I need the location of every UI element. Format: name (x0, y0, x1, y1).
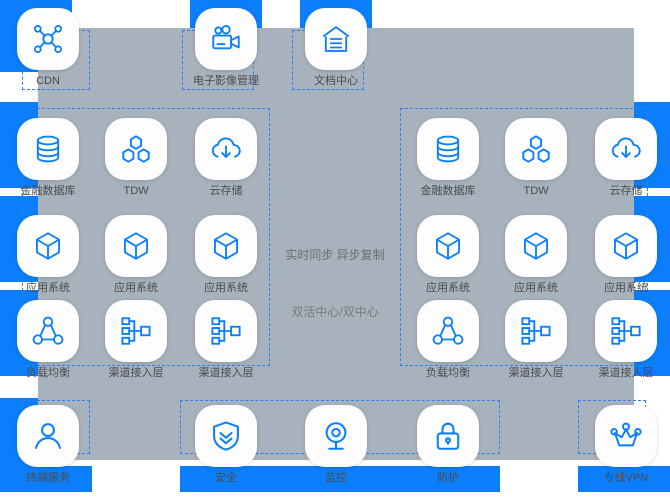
accent-block-bottom-right (578, 466, 670, 492)
node-l-ch1[interactable]: 渠道接入层 (100, 300, 172, 380)
node-label: 文档中心 (314, 75, 358, 87)
hexagon-cluster-icon (505, 118, 567, 180)
node-label: CDN (36, 75, 60, 87)
node-b-sec[interactable]: 安全 (190, 405, 262, 485)
node-label: 监控 (325, 472, 347, 484)
node-b-user[interactable]: 终端服务 (12, 405, 84, 485)
node-label: 负载均衡 (26, 367, 70, 379)
crown-network-icon (595, 405, 657, 467)
node-b-pro[interactable]: 防护 (412, 405, 484, 485)
cube-icon (105, 215, 167, 277)
node-r-app2[interactable]: 应用系统 (500, 215, 572, 295)
load-balancer-icon (417, 300, 479, 362)
archive-house-icon (305, 8, 367, 70)
node-label: 渠道接入层 (508, 367, 564, 379)
tree-topology-icon (505, 300, 567, 362)
accent-block-bottom-left (0, 466, 92, 492)
node-label: 专线VPN (603, 472, 649, 484)
node-eimg[interactable]: 电子影像管理 (190, 8, 262, 88)
node-label: 云存储 (609, 185, 643, 197)
node-label: 应用系统 (514, 282, 558, 294)
node-label: 应用系统 (426, 282, 470, 294)
node-l-app1[interactable]: 应用系统 (12, 215, 84, 295)
cloud-download-icon (195, 118, 257, 180)
node-label: TDW (523, 185, 549, 197)
hexagon-cluster-icon (105, 118, 167, 180)
node-r-db[interactable]: 金融数据库 (412, 118, 484, 198)
node-label: 应用系统 (204, 282, 248, 294)
node-r-ch2[interactable]: 渠道接入层 (590, 300, 662, 380)
camera-eye-icon (305, 405, 367, 467)
node-r-tdw[interactable]: TDW (500, 118, 572, 198)
tree-topology-icon (105, 300, 167, 362)
center-dualcenter-label: 双活中心/双中心 (291, 305, 379, 319)
cdn-network-icon (17, 8, 79, 70)
node-doccenter[interactable]: 文档中心 (300, 8, 372, 88)
node-b-mon[interactable]: 监控 (300, 405, 372, 485)
video-camera-icon (195, 8, 257, 70)
accent-block-bottom-mid (180, 466, 500, 492)
node-label: 金融数据库 (20, 185, 76, 197)
cube-icon (417, 215, 479, 277)
node-label: 金融数据库 (420, 185, 476, 197)
node-l-app3[interactable]: 应用系统 (190, 215, 262, 295)
cube-icon (195, 215, 257, 277)
cloud-download-icon (595, 118, 657, 180)
node-label: 防护 (437, 472, 459, 484)
cube-icon (17, 215, 79, 277)
node-label: 应用系统 (26, 282, 70, 294)
node-label: 负载均衡 (426, 367, 470, 379)
user-icon (17, 405, 79, 467)
database-icon (417, 118, 479, 180)
node-label: 渠道接入层 (198, 367, 254, 379)
tree-topology-icon (195, 300, 257, 362)
load-balancer-icon (17, 300, 79, 362)
node-label: 渠道接入层 (598, 367, 654, 379)
center-sync-label: 实时同步 异步复制 (285, 248, 385, 262)
node-label: 应用系统 (114, 282, 158, 294)
node-l-ch2[interactable]: 渠道接入层 (190, 300, 262, 380)
node-l-app2[interactable]: 应用系统 (100, 215, 172, 295)
node-r-cos[interactable]: 云存储 (590, 118, 662, 198)
node-r-ch1[interactable]: 渠道接入层 (500, 300, 572, 380)
node-label: 安全 (215, 472, 237, 484)
node-label: 电子影像管理 (193, 75, 259, 87)
node-b-vpn[interactable]: 专线VPN (590, 405, 662, 485)
node-label: 应用系统 (604, 282, 648, 294)
node-l-db[interactable]: 金融数据库 (12, 118, 84, 198)
tree-topology-icon (595, 300, 657, 362)
cube-icon (505, 215, 567, 277)
shield-icon (195, 405, 257, 467)
node-label: 终端服务 (26, 472, 70, 484)
cube-icon (595, 215, 657, 277)
node-r-lb[interactable]: 负载均衡 (412, 300, 484, 380)
node-cdn[interactable]: CDN (12, 8, 84, 88)
node-l-lb[interactable]: 负载均衡 (12, 300, 84, 380)
node-r-app1[interactable]: 应用系统 (412, 215, 484, 295)
node-l-cos[interactable]: 云存储 (190, 118, 262, 198)
node-r-app3[interactable]: 应用系统 (590, 215, 662, 295)
node-l-tdw[interactable]: TDW (100, 118, 172, 198)
node-label: 渠道接入层 (108, 367, 164, 379)
lock-icon (417, 405, 479, 467)
node-label: 云存储 (209, 185, 243, 197)
node-label: TDW (123, 185, 149, 197)
database-icon (17, 118, 79, 180)
